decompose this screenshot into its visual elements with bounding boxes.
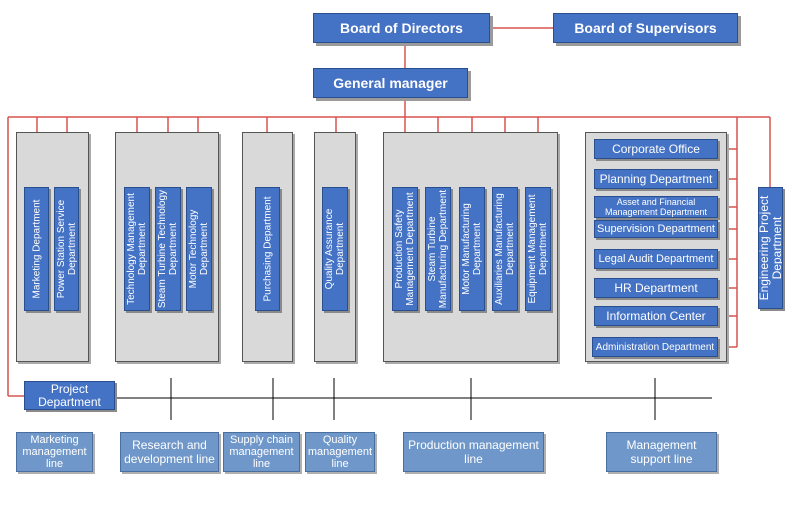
research-line-box: Research and development line	[120, 432, 219, 472]
information-center-box: Information Center	[594, 306, 718, 326]
vertical-dept-box: Auxiliaries Manufacturing Department	[492, 187, 518, 311]
supply-panel	[242, 132, 293, 362]
asset-financial-box: Asset and Financial Management Departmen…	[594, 196, 718, 218]
vertical-dept-box: Equipment Management Department	[525, 187, 551, 311]
quality-line-box: Quality management line	[305, 432, 375, 472]
general-manager-box: General manager	[313, 68, 468, 98]
administration-department-box: Administration Department	[592, 337, 718, 357]
vertical-dept-box: Marketing Department	[24, 187, 49, 311]
corporate-office-box: Corporate Office	[594, 139, 718, 159]
vertical-dept-box: Steam Turbine Technology Department	[155, 187, 181, 311]
planning-department-box: Planning Department	[594, 169, 718, 189]
vertical-dept-box: Technology Management Department	[124, 187, 150, 311]
vertical-dept-box: Power Station Service Department	[54, 187, 79, 311]
management-support-line-box: Management support line	[606, 432, 717, 472]
management-panel	[585, 132, 727, 362]
hr-department-box: HR Department	[594, 278, 718, 298]
supply-line-box: Supply chain management line	[223, 432, 300, 472]
engineering-project-box: Engineering Project Department	[758, 187, 783, 309]
marketing-line-box: Marketing management line	[16, 432, 93, 472]
vertical-dept-box: Steam Turbine Manufacturing Department	[425, 187, 451, 311]
board-of-supervisors-box: Board of Supervisors	[553, 13, 738, 43]
vertical-dept-box: Purchasing Department	[255, 187, 280, 311]
production-line-box: Production management line	[403, 432, 544, 472]
vertical-dept-box: Production Safety Management Department	[392, 187, 418, 311]
supervision-department-box: Supervision Department	[594, 220, 718, 238]
project-department-box: Project Department	[24, 381, 115, 410]
vertical-dept-box: Quality Assurance Department	[322, 187, 348, 311]
legal-audit-box: Legal Audit Department	[594, 249, 718, 269]
board-of-directors-box: Board of Directors	[313, 13, 490, 43]
vertical-dept-box: Motor Manufacturing Department	[459, 187, 485, 311]
vertical-dept-box: Motor Technology Department	[186, 187, 212, 311]
